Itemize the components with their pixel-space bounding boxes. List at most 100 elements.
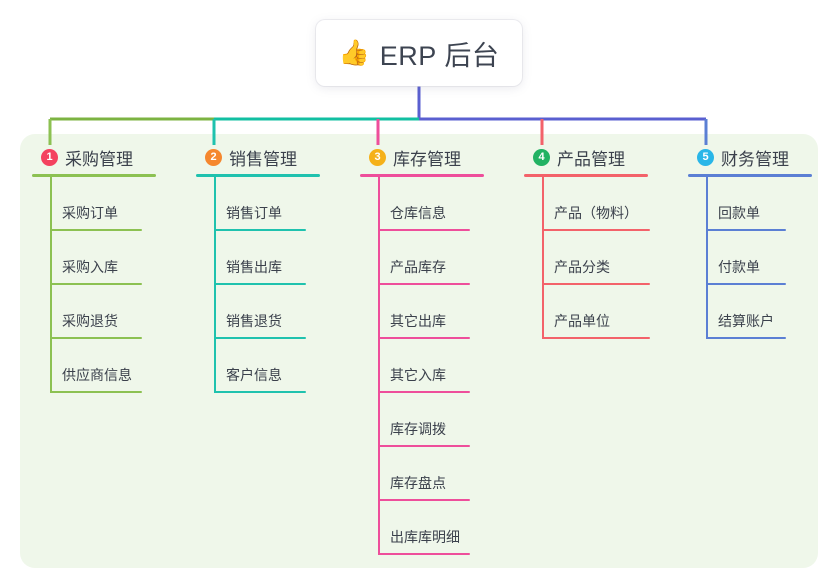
leaf-label: 产品分类 (554, 259, 610, 275)
branch-column-库存管理: 3 库存管理仓库信息产品库存其它出库其它入库库存调拨库存盘点出库库明细 (360, 145, 484, 555)
leaf-label: 库存盘点 (390, 475, 446, 491)
branch-underline (688, 174, 812, 177)
leaf-item[interactable]: 产品库存 (360, 231, 484, 285)
leaf-item[interactable]: 回款单 (688, 177, 812, 231)
leaf-item[interactable]: 付款单 (688, 231, 812, 285)
leaf-label: 产品库存 (390, 259, 446, 275)
leaf-underline (50, 337, 142, 339)
branch-header-采购管理[interactable]: 1 采购管理 (32, 145, 156, 169)
leaf-item[interactable]: 其它入库 (360, 339, 484, 393)
leaf-label: 其它入库 (390, 367, 446, 383)
branch-column-财务管理: 5 财务管理回款单付款单结算账户 (688, 145, 812, 339)
leaf-label: 库存调拨 (390, 421, 446, 437)
branch-header-销售管理[interactable]: 2 销售管理 (196, 145, 320, 169)
branch-trunk-line (706, 177, 708, 339)
branch-underline (360, 174, 484, 177)
branch-label: 产品管理 (557, 149, 625, 169)
branch-label: 库存管理 (393, 149, 461, 169)
branch-leaf-list: 采购订单采购入库采购退货供应商信息 (32, 177, 156, 393)
branch-trunk-line (50, 177, 52, 393)
leaf-label: 销售出库 (226, 259, 282, 275)
branch-leaf-list: 仓库信息产品库存其它出库其它入库库存调拨库存盘点出库库明细 (360, 177, 484, 555)
branch-label: 财务管理 (721, 149, 789, 169)
leaf-item[interactable]: 库存盘点 (360, 447, 484, 501)
leaf-label: 采购订单 (62, 205, 118, 221)
leaf-underline (50, 391, 142, 393)
leaf-label: 采购退货 (62, 313, 118, 329)
leaf-label: 销售退货 (226, 313, 282, 329)
leaf-item[interactable]: 产品单位 (524, 285, 650, 339)
branch-underline (524, 174, 648, 177)
branch-column-采购管理: 1 采购管理采购订单采购入库采购退货供应商信息 (32, 145, 156, 393)
branch-index-badge: 5 (697, 148, 714, 166)
leaf-item[interactable]: 销售退货 (196, 285, 320, 339)
leaf-item[interactable]: 产品（物料） (524, 177, 650, 231)
leaf-label: 其它出库 (390, 313, 446, 329)
leaf-underline (50, 283, 142, 285)
branch-index-badge: 3 (369, 148, 386, 166)
branch-leaf-list: 回款单付款单结算账户 (688, 177, 812, 339)
leaf-label: 结算账户 (718, 313, 774, 329)
root-node[interactable]: 👍 ERP 后台 (316, 20, 522, 86)
leaf-underline (214, 283, 306, 285)
branch-header-产品管理[interactable]: 4 产品管理 (524, 145, 648, 169)
leaf-label: 回款单 (718, 205, 760, 221)
leaf-underline (214, 229, 306, 231)
leaf-underline (378, 553, 470, 555)
branch-leaf-list: 销售订单销售出库销售退货客户信息 (196, 177, 320, 393)
leaf-item[interactable]: 仓库信息 (360, 177, 484, 231)
leaf-label: 供应商信息 (62, 367, 132, 383)
leaf-item[interactable]: 采购退货 (32, 285, 156, 339)
leaf-item[interactable]: 出库库明细 (360, 501, 484, 555)
leaf-label: 销售订单 (226, 205, 282, 221)
branch-column-产品管理: 4 产品管理产品（物料） 产品分类产品单位 (524, 145, 650, 339)
leaf-underline (50, 229, 142, 231)
leaf-label: 付款单 (718, 259, 760, 275)
branch-trunk-line (214, 177, 216, 393)
root-title: ERP 后台 (379, 40, 500, 71)
branch-trunk-line (542, 177, 544, 339)
leaf-item[interactable]: 销售出库 (196, 231, 320, 285)
leaf-label: 产品单位 (554, 313, 610, 329)
leaf-underline (214, 391, 306, 393)
leaf-underline (542, 337, 650, 339)
branch-label: 销售管理 (229, 149, 297, 169)
branch-trunk-line (378, 177, 380, 555)
branch-column-销售管理: 2 销售管理销售订单销售出库销售退货客户信息 (196, 145, 320, 393)
branch-index-badge: 2 (205, 148, 222, 166)
leaf-label: 产品（物料） (554, 205, 638, 221)
branch-header-库存管理[interactable]: 3 库存管理 (360, 145, 484, 169)
leaf-underline (378, 283, 470, 285)
leaf-item[interactable]: 客户信息 (196, 339, 320, 393)
leaf-underline (706, 337, 786, 339)
leaf-label: 出库库明细 (390, 529, 460, 545)
leaf-underline (706, 229, 786, 231)
leaf-underline (378, 445, 470, 447)
leaf-underline (706, 283, 786, 285)
branches-panel (20, 134, 818, 568)
branch-header-财务管理[interactable]: 5 财务管理 (688, 145, 812, 169)
leaf-item[interactable]: 其它出库 (360, 285, 484, 339)
leaf-item[interactable]: 采购订单 (32, 177, 156, 231)
leaf-label: 客户信息 (226, 367, 282, 383)
branch-index-badge: 4 (533, 148, 550, 166)
leaf-underline (542, 283, 650, 285)
leaf-item[interactable]: 销售订单 (196, 177, 320, 231)
leaf-item[interactable]: 结算账户 (688, 285, 812, 339)
branch-label: 采购管理 (65, 149, 133, 169)
leaf-item[interactable]: 库存调拨 (360, 393, 484, 447)
leaf-underline (214, 337, 306, 339)
thumbs-up-icon: 👍 (338, 38, 370, 67)
leaf-item[interactable]: 产品分类 (524, 231, 650, 285)
leaf-underline (378, 391, 470, 393)
branch-index-badge: 1 (41, 148, 58, 166)
branch-underline (196, 174, 320, 177)
leaf-underline (378, 229, 470, 231)
leaf-item[interactable]: 采购入库 (32, 231, 156, 285)
leaf-label: 采购入库 (62, 259, 118, 275)
leaf-underline (378, 499, 470, 501)
branch-underline (32, 174, 156, 177)
leaf-underline (542, 229, 650, 231)
leaf-item[interactable]: 供应商信息 (32, 339, 156, 393)
